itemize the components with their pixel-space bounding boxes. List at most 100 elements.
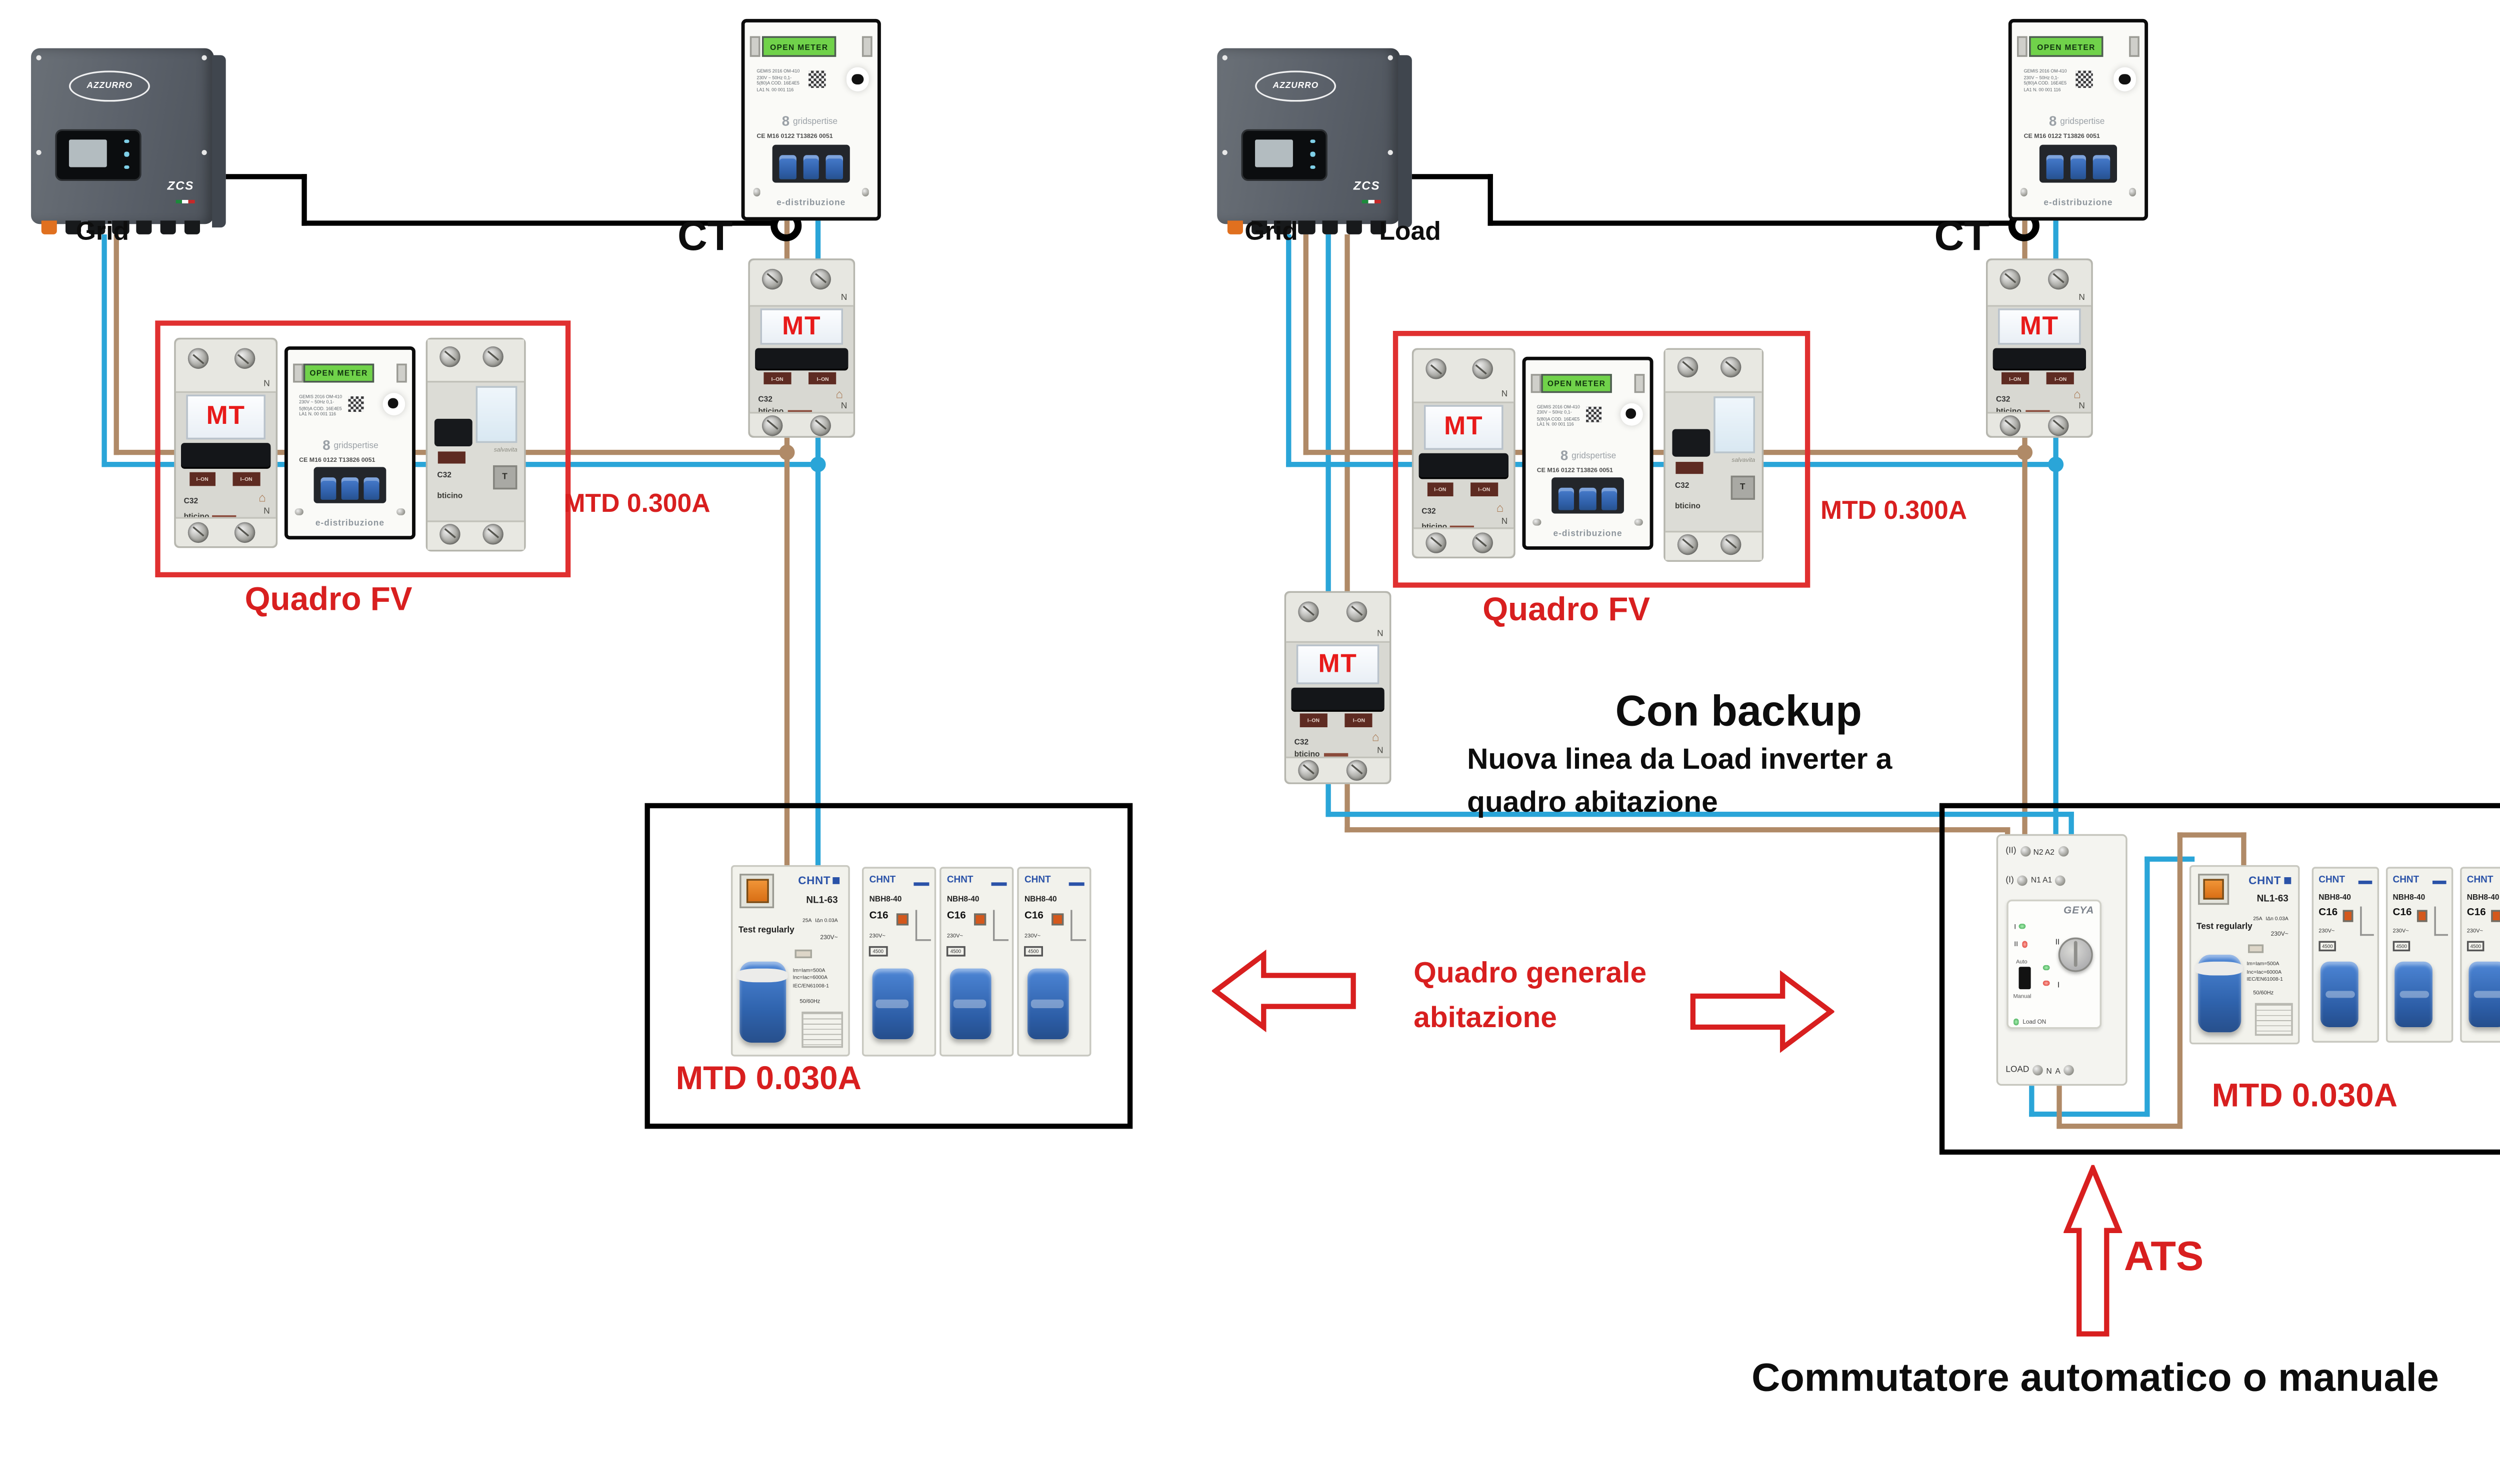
rcbo-test-button[interactable]: T: [1731, 476, 1754, 499]
mcb-circuit-glyph: [2434, 906, 2448, 936]
grid-label-right: Grid: [1244, 217, 1298, 247]
mt-breaker-toggle[interactable]: [180, 443, 271, 468]
on-indicator: I–ON: [188, 472, 216, 486]
mt-breaker-case: N MT I–ON I–ON C32 ⌂ bticino N: [1986, 258, 2093, 438]
wire-ats-out-blue: [2144, 856, 2150, 1117]
mt-breaker-under-ct-left: N MT I–ON I–ON C32 ⌂ bticino N: [748, 258, 856, 438]
terminal-screw: [439, 345, 460, 367]
terminal-screw: [2032, 1065, 2043, 1076]
main-meter-right: OPEN METER GEMIS 2016 OM-410 230V ~ 50Hz…: [2008, 18, 2148, 221]
mt-breaker-quadro-fv-right: N MT I–ON I–ON C32 ⌂ bticino N: [1412, 348, 1516, 559]
mcb-toggle[interactable]: [872, 969, 914, 1040]
inverter-screen: [1254, 140, 1293, 167]
meter-optical-port: [846, 67, 870, 91]
rcbo-bottom-terminals: [428, 520, 524, 550]
mcb-toggle[interactable]: [1027, 969, 1068, 1040]
mcb-toggle[interactable]: [2395, 961, 2432, 1027]
mcb-model: NBH8-40: [2392, 893, 2426, 902]
mcb-toggle[interactable]: [950, 969, 991, 1040]
wire-ats-out-brown: [2177, 832, 2183, 1129]
ats-source2-led: II: [2014, 940, 2028, 948]
terminal-screw: [2000, 268, 2021, 289]
rcbo-name: salvavita: [494, 446, 518, 454]
mt-breaker-top-terminals: N: [176, 339, 276, 393]
meter-qr-code: [1585, 406, 1602, 423]
junction-blue: [810, 456, 826, 472]
mcb-rating: C16: [869, 911, 888, 922]
rcbo-toggle[interactable]: [1673, 429, 1710, 457]
wire-ct-signal: [302, 220, 778, 226]
ats-source1-led: I: [2014, 922, 2026, 931]
terminal-screw: [1426, 532, 1446, 553]
meter-qr-code: [808, 71, 826, 88]
terminal-screw: [2000, 415, 2021, 436]
rcd-toggle[interactable]: [736, 961, 788, 1044]
mcb-circuit-glyph: [1070, 909, 1086, 941]
mt-breaker-toggle[interactable]: [1992, 348, 2086, 369]
rcd-case: CHNT NL1-63 25A IΔn 0.03A 230V~ Test reg…: [730, 865, 850, 1057]
neutral-pole-label: N: [1501, 389, 1508, 400]
on-indicator: I–ON: [2046, 372, 2075, 385]
terminal-screw: [439, 523, 460, 545]
wire-ct-signal: [1412, 174, 1493, 179]
meter-seal-right: [2128, 36, 2140, 57]
meter-cert-text: CE M16 0122 T13826 0051: [299, 456, 376, 463]
terminal-screw: [1472, 532, 1492, 553]
mt-breaker-label-window: MT: [1998, 307, 2081, 345]
mcb-toggle[interactable]: [2469, 961, 2500, 1027]
quadro-fv-box-left: [155, 320, 571, 578]
junction-brown: [2017, 444, 2033, 460]
meter-breaker[interactable]: [1552, 477, 1624, 513]
ats-input-row-2: (II) N2 A2: [1998, 838, 2126, 866]
mt-breaker-bottom-terminals: N: [750, 401, 854, 436]
mcb-toggle[interactable]: [2321, 961, 2358, 1027]
meter-footer-brand: e-distribuzione: [1553, 528, 1622, 539]
rcd-wiring-diagram: [2255, 1002, 2293, 1036]
ats-auto-manual-switch[interactable]: [2018, 967, 2030, 989]
wire-ct-signal: [302, 174, 307, 226]
meter-breaker[interactable]: [314, 467, 386, 503]
inverter-display: [1240, 128, 1327, 181]
rcbo-toggle[interactable]: [435, 419, 472, 447]
mt-breaker-bottom-terminals: N: [1286, 746, 1390, 783]
chint-brand: CHNT: [2318, 875, 2345, 886]
inverter-side-panel: [1398, 55, 1412, 227]
rcd-test-button[interactable]: [746, 880, 768, 903]
terminal-screw: [1472, 359, 1492, 380]
mcb-status-indicator: [2417, 910, 2428, 922]
wire-grid-brown: [1303, 234, 1308, 455]
mt-breaker-toggle[interactable]: [1418, 453, 1509, 478]
wire-ats-out-blue: [2144, 856, 2195, 862]
meter-breaker[interactable]: [2040, 145, 2117, 182]
terminal-screw: [1426, 359, 1446, 380]
on-indicator: I–ON: [808, 372, 837, 385]
mt-label: MT: [782, 311, 822, 341]
chint-brand: CHNT: [798, 876, 840, 888]
mt-breaker-label-window: MT: [1296, 644, 1380, 684]
rcbo-test-button[interactable]: T: [493, 465, 516, 489]
ats-switch: (II) N2 A2 (I) N1 A1 GEYA I II Auto Manu…: [1996, 834, 2128, 1086]
rcd-rating: 25A IΔn 0.03A: [802, 917, 838, 924]
meter-optical-port: [2112, 67, 2137, 91]
mt-breaker-toggle[interactable]: [755, 348, 848, 369]
meter-case: OPEN METER GEMIS 2016 OM-410 230V ~ 50Hz…: [2008, 18, 2148, 221]
mt-label: MT: [1444, 412, 1484, 442]
mcb-model: NBH8-40: [1024, 894, 1057, 904]
meter-breaker[interactable]: [772, 145, 850, 182]
meter-info-text: GEMIS 2016 OM-410 230V ~ 50Hz 0,1-5(80)A…: [299, 394, 342, 418]
ats-selector-knob[interactable]: [2058, 937, 2094, 972]
rcd-test-button[interactable]: [2203, 879, 2224, 901]
mt-breaker-toggle[interactable]: [1291, 687, 1384, 711]
neutral-pole-label: N: [1377, 745, 1384, 756]
terminal-screw: [1676, 356, 1698, 377]
rcd-status-window: [2248, 944, 2264, 953]
meter-seal-right: [1634, 373, 1645, 394]
rcd-toggle[interactable]: [2195, 955, 2242, 1032]
terminal-screw: [2020, 847, 2030, 857]
mcb-rating: C16: [2466, 908, 2486, 919]
meter-seal-right: [397, 362, 408, 383]
ats-input-row-1: (I) N1 A1: [1998, 867, 2126, 894]
breaker-rating: C32: [184, 496, 198, 505]
mcb-rating: C16: [2392, 908, 2412, 919]
